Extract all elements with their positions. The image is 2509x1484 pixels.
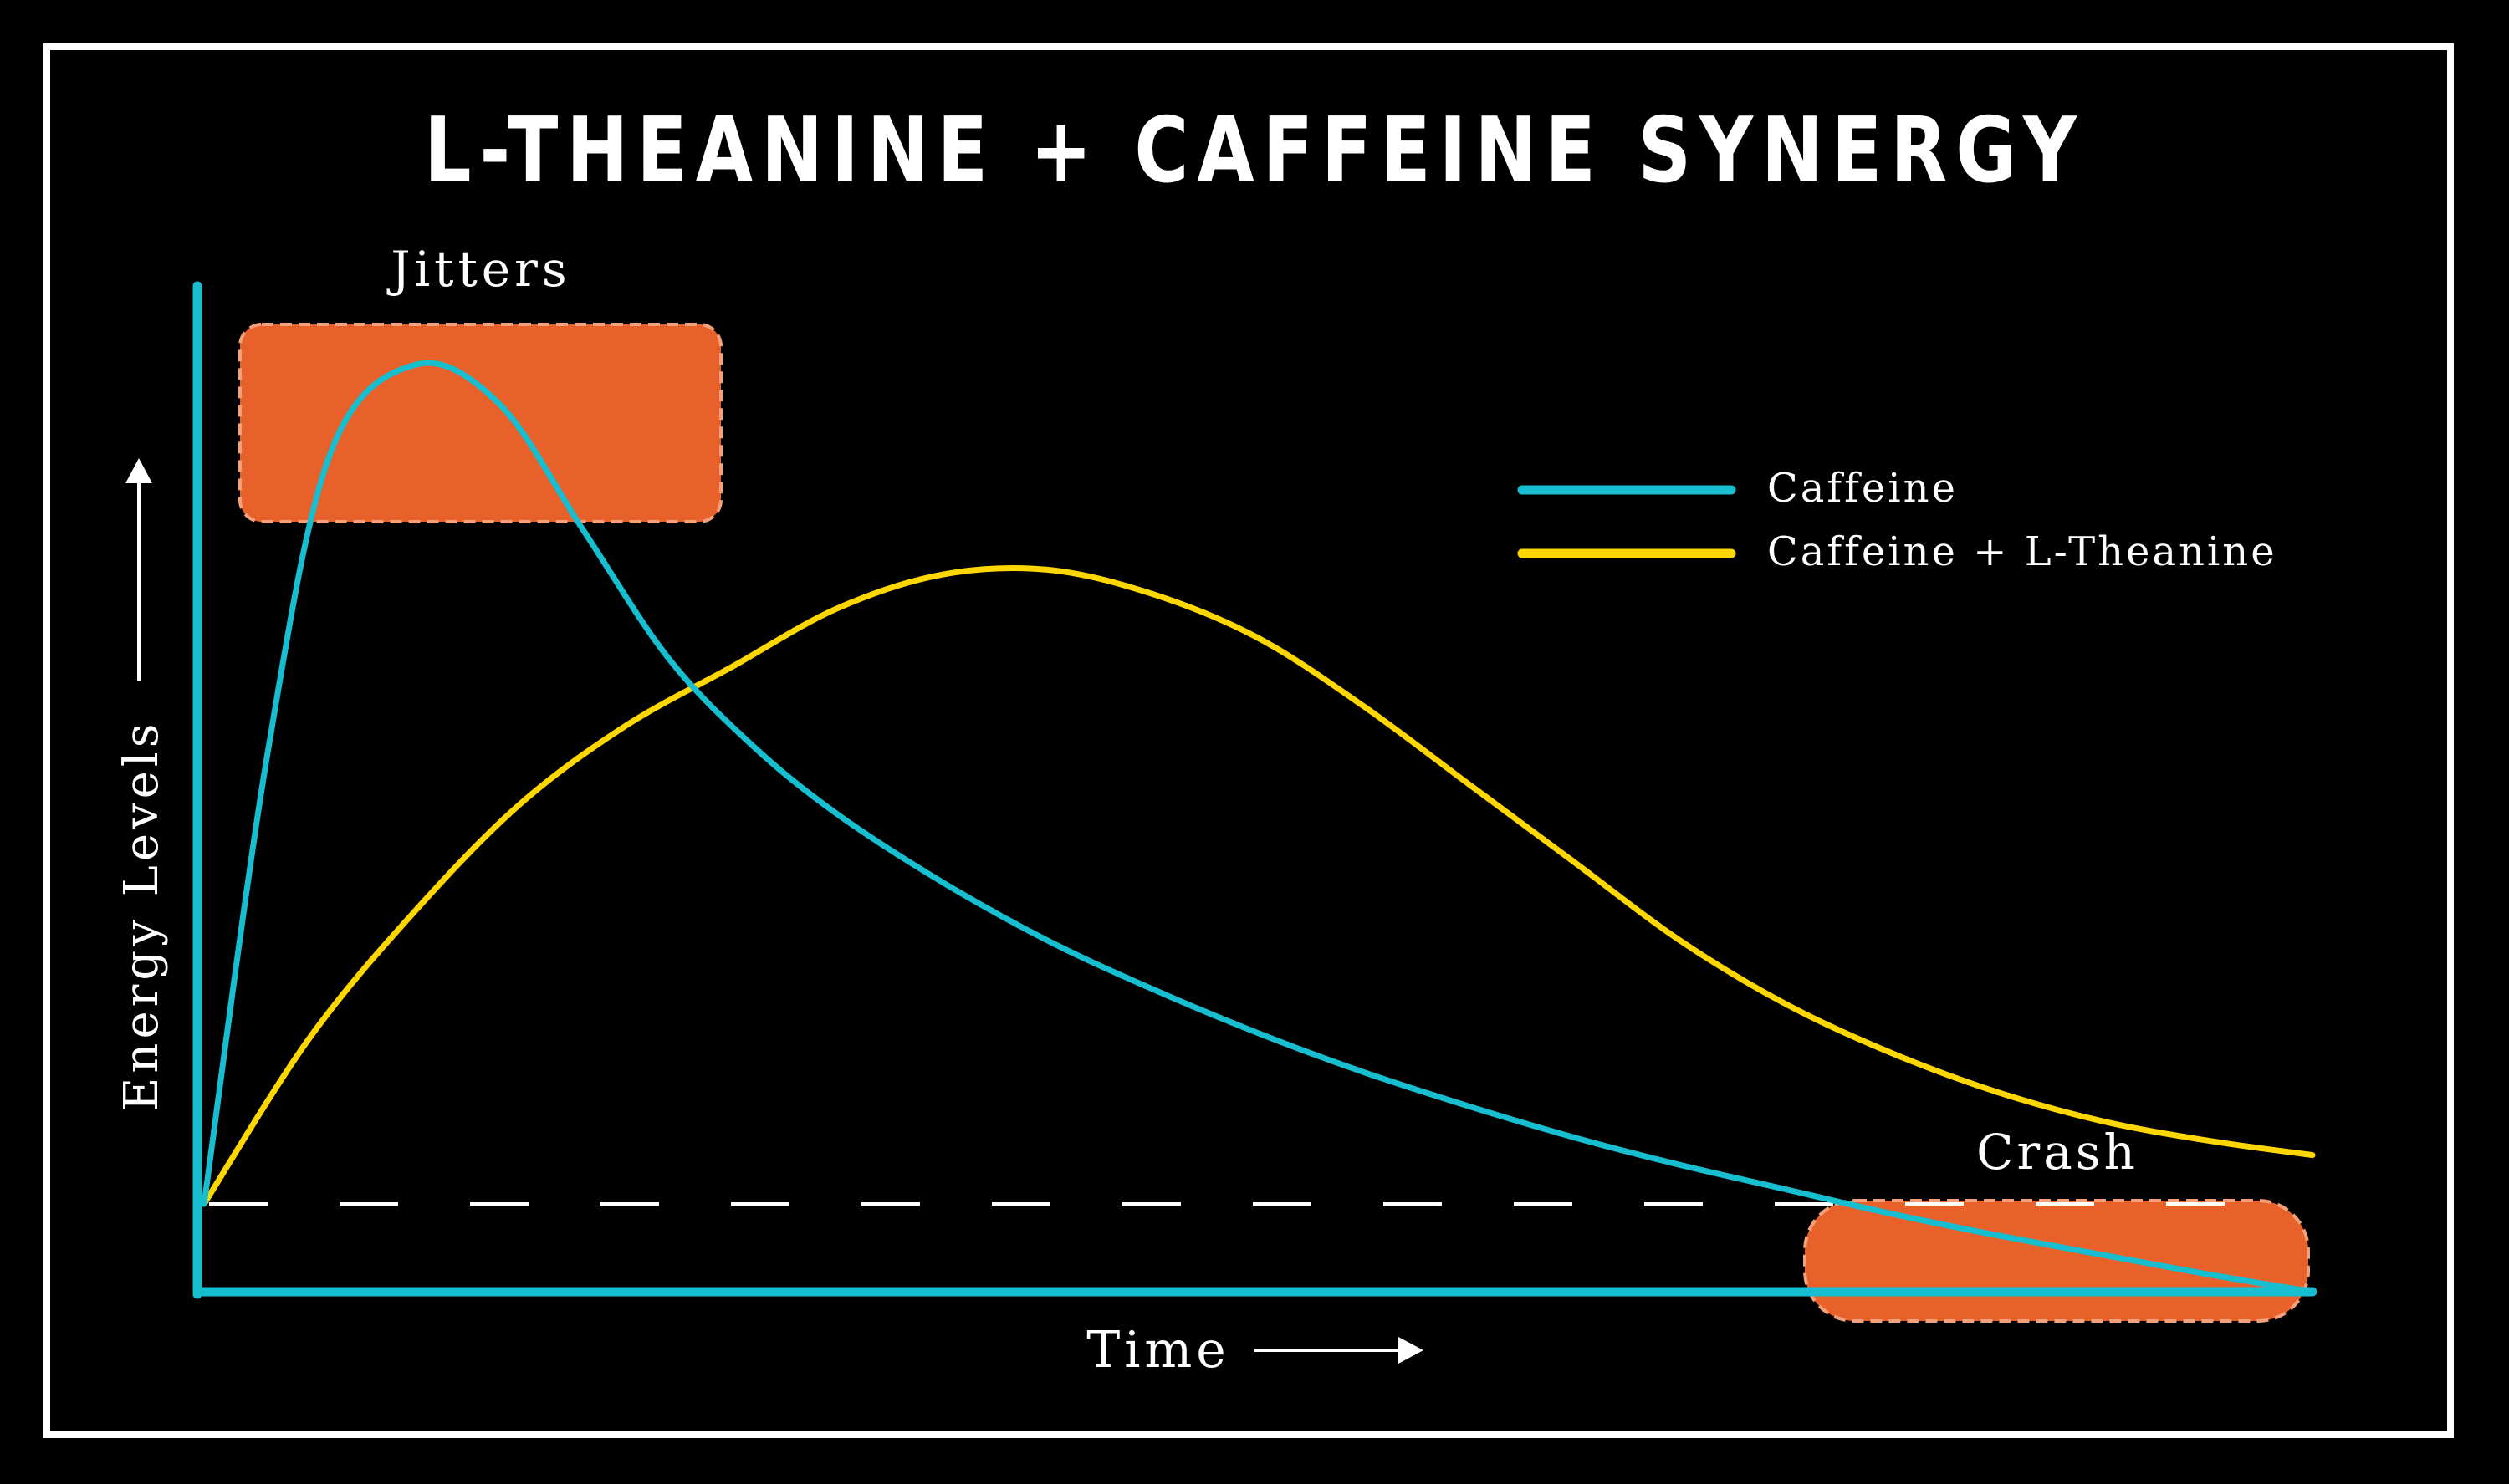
chart-title: L-THEANINE + CAFFEINE SYNERGY xyxy=(424,99,2085,203)
jitters-highlight-box xyxy=(238,323,723,523)
y-axis-label: Energy Levels xyxy=(115,720,169,1112)
series-caffeine-line xyxy=(201,360,2316,1295)
x-axis-label: Time xyxy=(1086,1321,1230,1379)
chart-frame xyxy=(43,43,2454,1438)
jitters-label: Jitters xyxy=(386,241,570,298)
crash-label: Crash xyxy=(1976,1124,2139,1181)
legend-label-caffeine-theanine: Caffeine + L-Theanine xyxy=(1767,528,2277,575)
legend-label-caffeine: Caffeine xyxy=(1767,465,1958,512)
crash-highlight-box xyxy=(1803,1199,2310,1323)
series-caffeine-theanine-line xyxy=(201,564,2316,1207)
legend: Caffeine Caffeine + L-Theanine xyxy=(1517,465,2277,575)
y-axis-arrow-icon xyxy=(125,458,152,681)
x-axis-arrow-icon xyxy=(1254,1337,1423,1364)
